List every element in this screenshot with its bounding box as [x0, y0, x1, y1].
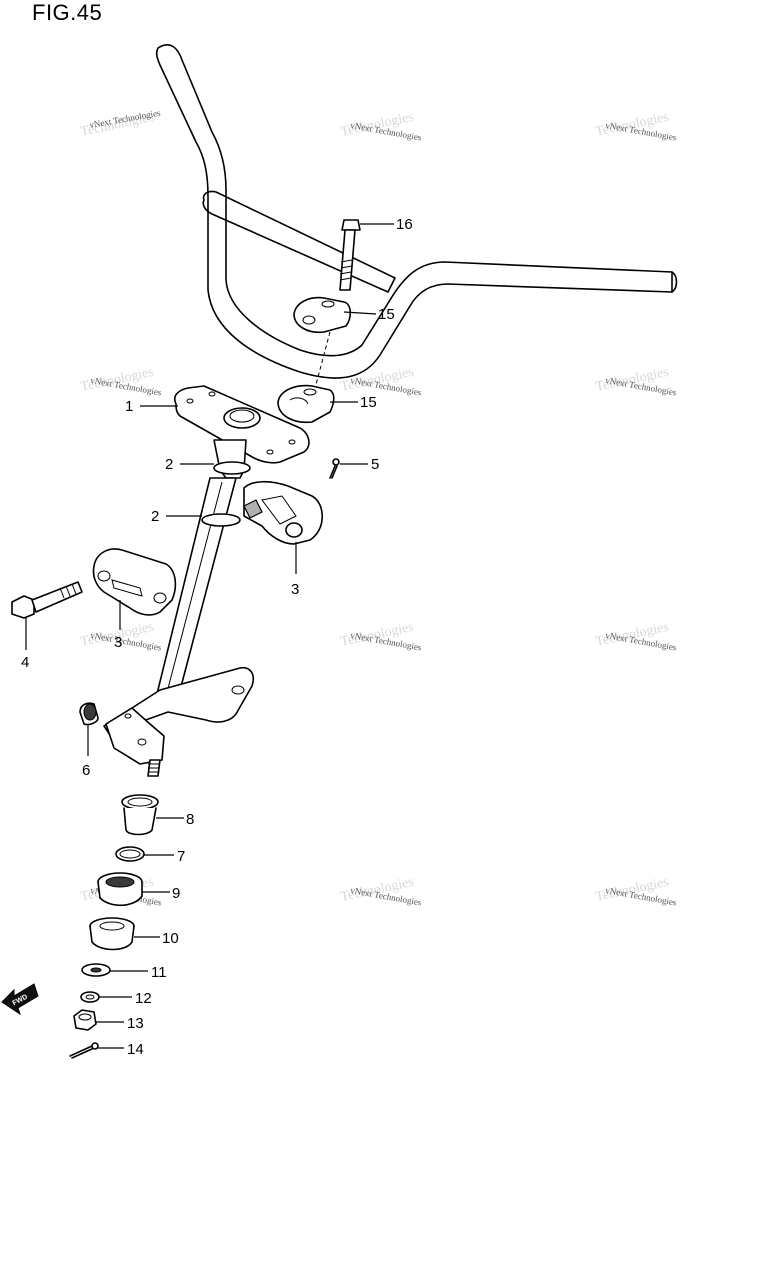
callout-3-left: 3: [114, 634, 122, 651]
callouts: 16 15 15 1 2 2 5 3 3 4 6 8 7: [21, 216, 413, 1058]
handlebar-holder-lower-15: [277, 384, 335, 424]
watermark: Technologies vNext Technologies: [79, 108, 162, 140]
callout-4: 4: [21, 654, 29, 671]
fwd-arrow-icon: FWD: [1, 983, 39, 1016]
shaft-holder-3-left: [92, 548, 177, 616]
handlebar: [155, 44, 678, 379]
watermark: Technologies vNext Technologies: [339, 110, 423, 143]
watermark: Technologies vNext Technologies: [594, 620, 678, 653]
watermark: Technologies vNext Technologies: [339, 620, 423, 653]
callout-13: 13: [127, 1015, 144, 1032]
nut-13: [73, 1009, 97, 1031]
callout-10: 10: [162, 930, 179, 947]
bushing-8: [121, 794, 159, 836]
watermark: Technologies vNext Technologies: [594, 365, 678, 398]
figure-title: FIG.45: [32, 0, 103, 25]
bolt-16: [339, 219, 361, 291]
shaft-seal-2-lower: [201, 513, 241, 527]
callout-12: 12: [135, 990, 152, 1007]
o-ring-7: [115, 846, 145, 862]
callout-2-upper: 2: [165, 456, 173, 473]
shaft-holder-3-right: [243, 480, 324, 545]
watermark: Technologies vNext Technologies: [339, 365, 423, 398]
callout-1: 1: [125, 398, 133, 415]
washer-10: [89, 917, 135, 951]
callout-8: 8: [186, 811, 194, 828]
cotter-pin-5: [329, 458, 340, 479]
bolt-4: [11, 581, 83, 619]
callout-16: 16: [396, 216, 413, 233]
watermark: Technologies vNext Technologies: [79, 365, 163, 398]
callout-14: 14: [127, 1041, 144, 1058]
callout-15-lower: 15: [360, 394, 377, 411]
callout-3-right: 3: [291, 581, 299, 598]
watermark: Technologies vNext Technologies: [594, 875, 678, 908]
washer-9: [97, 872, 143, 907]
callout-2-lower: 2: [151, 508, 159, 525]
cotter-pin-14: [69, 1042, 99, 1059]
watermarks: Technologies vNext Technologies Technolo…: [79, 108, 678, 908]
steering-lower-bracket: [103, 666, 255, 777]
callout-11: 11: [151, 964, 167, 981]
callout-5: 5: [371, 456, 379, 473]
callout-9: 9: [172, 885, 180, 902]
callout-15-upper: 15: [378, 306, 395, 323]
washer-11: [81, 963, 111, 977]
shaft-seal-2-upper: [213, 461, 251, 475]
bushing-6: [79, 702, 99, 726]
top-bracket-1: [173, 385, 310, 464]
callout-6: 6: [82, 762, 90, 779]
watermark: Technologies vNext Technologies: [339, 875, 423, 908]
washer-12: [80, 991, 100, 1003]
callout-7: 7: [177, 848, 185, 865]
watermark: Technologies vNext Technologies: [594, 110, 678, 143]
handlebar-holder-upper-15: [293, 296, 352, 334]
